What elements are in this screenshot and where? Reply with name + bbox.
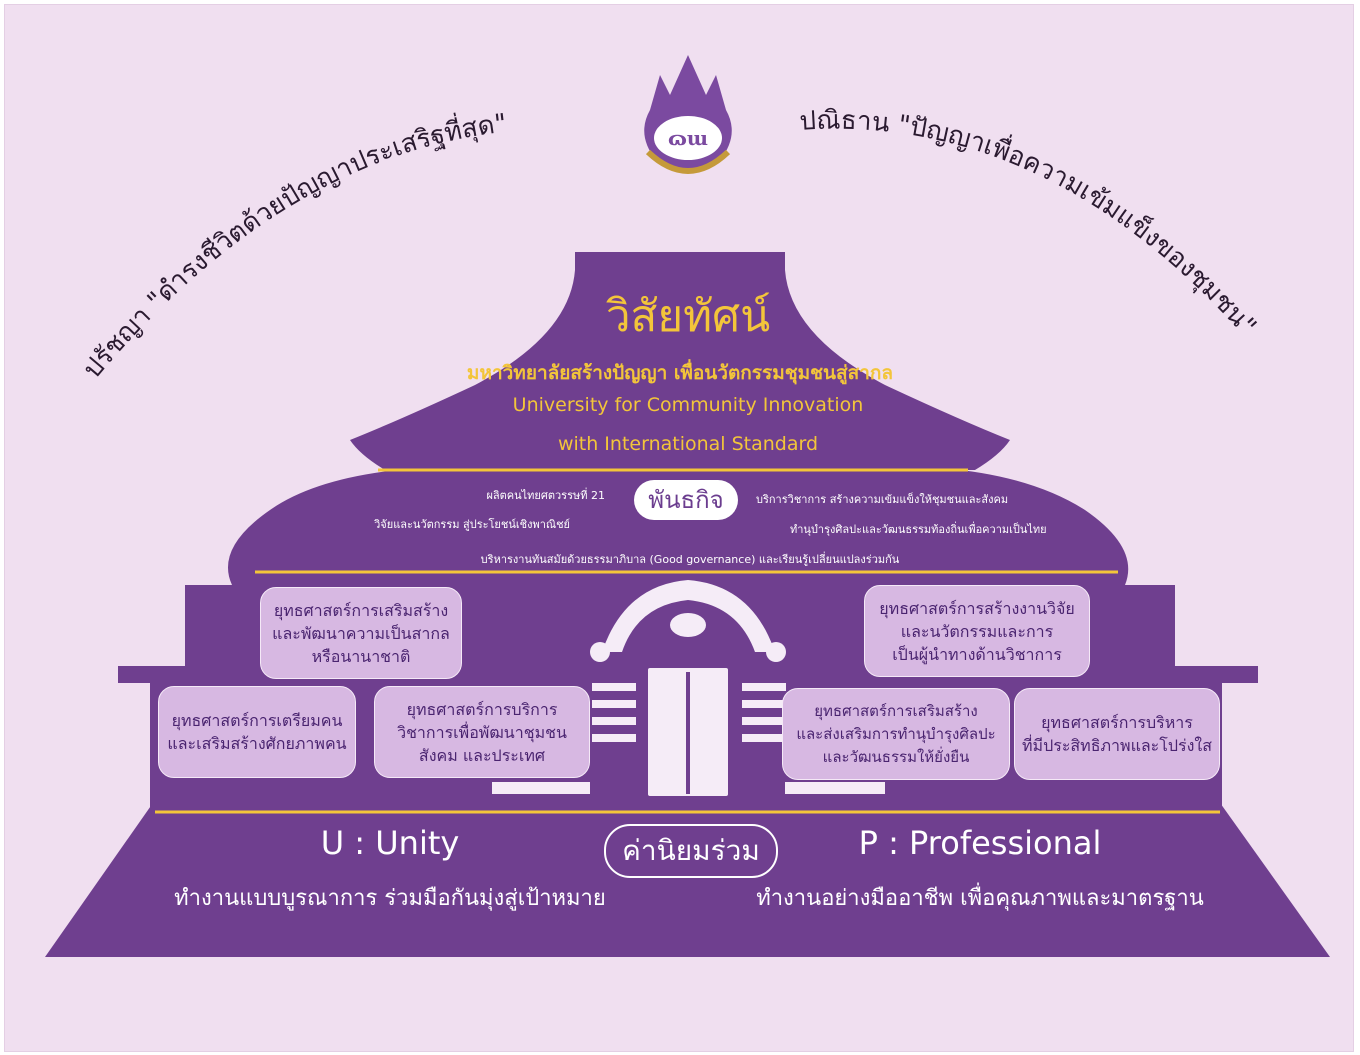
- vision-thai: มหาวิทยาลัยสร้างปัญญา เพื่อนวัตกรรมชุมชน…: [466, 362, 894, 384]
- value-professional-title: P : Professional: [858, 824, 1102, 862]
- svg-text:ɷɯ: ɷɯ: [668, 126, 708, 150]
- top-roof: [350, 252, 1010, 470]
- mission-label: พันธกิจ: [634, 480, 738, 520]
- central-gate: [492, 580, 885, 796]
- vision-en-line1: University for Community Innovation: [512, 394, 864, 416]
- base-section: [45, 800, 1330, 957]
- strategy-academic-service: ยุทธศาสตร์การบริการ วิชาการเพื่อพัฒนาชุม…: [374, 686, 590, 778]
- mission-item-3: วิจัยและนวัตกรรม สู่ประโยชน์เชิงพาณิชย์: [374, 518, 570, 531]
- mission-item-4: ทำนุบำรุงศิลปะและวัฒนธรรมท้องถิ่นเพื่อคว…: [790, 523, 1047, 536]
- university-emblem-icon: ɷɯ: [644, 55, 732, 174]
- mission-item-2: บริการวิชาการ สร้างความเข้มแข็งให้ชุมชนแ…: [756, 493, 1009, 506]
- strategy-administration: ยุทธศาสตร์การบริหาร ที่มีประสิทธิภาพและโ…: [1014, 688, 1220, 780]
- resolution-text: ปณิธาน "ปัญญาเพื่อความเข้มแข็งของชุมชน": [799, 106, 1262, 342]
- strategy-people-development: ยุทธศาสตร์การเตรียมคน และเสริมสร้างศักยภ…: [158, 686, 356, 778]
- philosophy-text: ปรัชญา "ดำรงชีวิตด้วยปัญญาประเสริฐที่สุด…: [77, 109, 508, 385]
- value-unity-title: U : Unity: [320, 824, 460, 862]
- strategy-research-innovation: ยุทธศาสตร์การสร้างงานวิจัย และนวัตกรรมแล…: [864, 585, 1090, 677]
- mission-item-5: บริหารงานทันสมัยด้วยธรรมาภิบาล (Good gov…: [480, 553, 900, 566]
- values-label: ค่านิยมร่วม: [604, 824, 778, 878]
- strategy-internationalization: ยุทธศาสตร์การเสริมสร้าง และพัฒนาความเป็น…: [260, 587, 462, 679]
- strategy-arts-culture: ยุทธศาสตร์การเสริมสร้าง และส่งเสริมการทำ…: [782, 688, 1010, 780]
- vision-en-line2: with International Standard: [557, 433, 819, 455]
- vision-heading: วิสัยทัศน์: [605, 291, 771, 342]
- mission-item-1: ผลิตคนไทยศตวรรษที่ 21: [486, 489, 605, 502]
- value-professional-desc: ทำงานอย่างมืออาชีพ เพื่อคุณภาพและมาตรฐาน: [756, 886, 1204, 911]
- value-unity-desc: ทำงานแบบบูรณาการ ร่วมมือกันมุ่งสู่เป้าหม…: [174, 886, 606, 911]
